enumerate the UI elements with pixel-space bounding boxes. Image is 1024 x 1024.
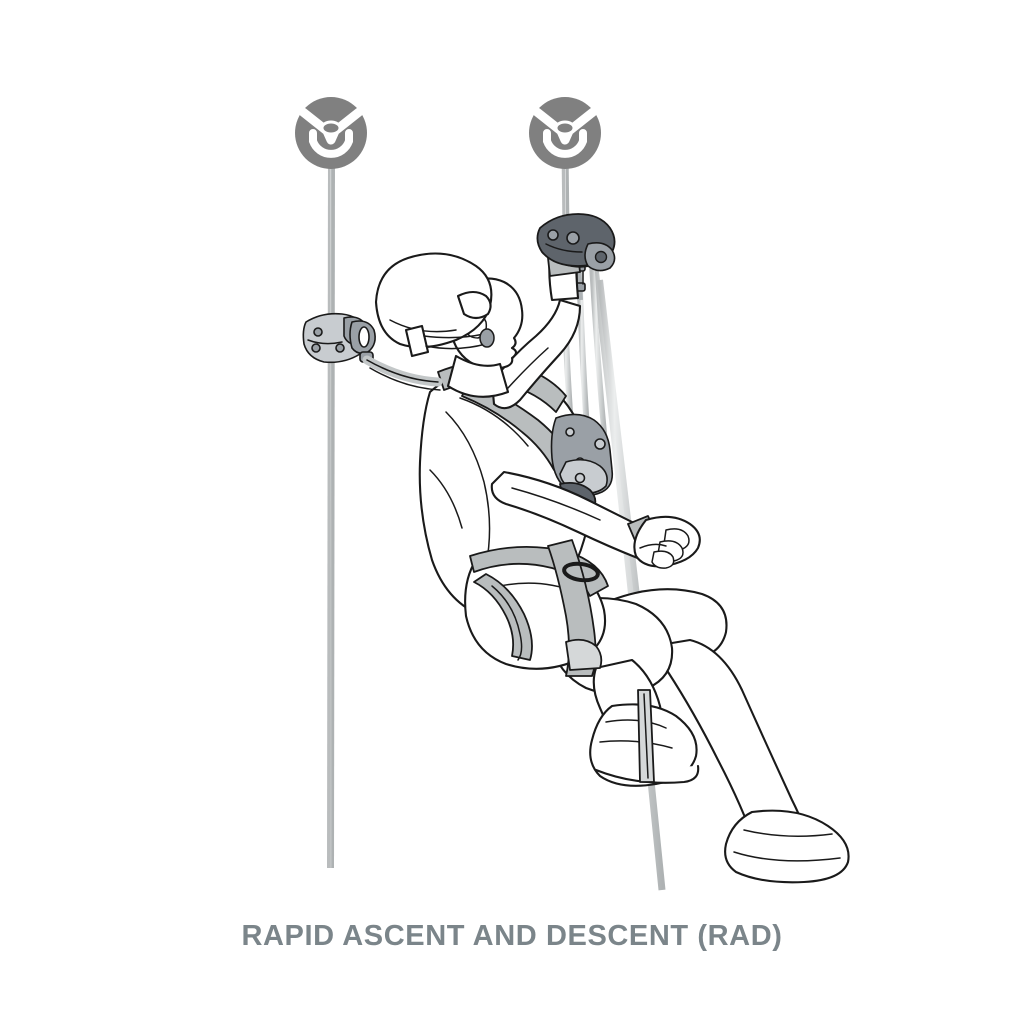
harness-strap-end xyxy=(565,638,603,671)
anchor-ring-icon xyxy=(309,137,353,158)
chinstrap-buckle xyxy=(479,328,495,348)
harness-buckle xyxy=(562,561,600,583)
anchor-sling-icon xyxy=(532,107,598,145)
helmet-side-strap xyxy=(404,324,430,358)
backup-device xyxy=(302,312,443,391)
anchor-left xyxy=(295,97,367,169)
page-title: RAPID ASCENT AND DESCENT (RAD) xyxy=(241,920,783,952)
near-arm xyxy=(490,470,701,569)
anchor-sling-icon xyxy=(298,107,364,145)
anchor-ring-icon xyxy=(543,137,587,158)
harness xyxy=(437,360,609,677)
anchor-right xyxy=(529,97,601,169)
chest-ascender xyxy=(550,413,614,517)
lower-hand xyxy=(633,515,701,569)
rope-left xyxy=(327,149,335,869)
hand-ascender xyxy=(536,213,616,272)
harness-leg-loop xyxy=(473,573,533,661)
head-and-helmet xyxy=(374,252,524,398)
